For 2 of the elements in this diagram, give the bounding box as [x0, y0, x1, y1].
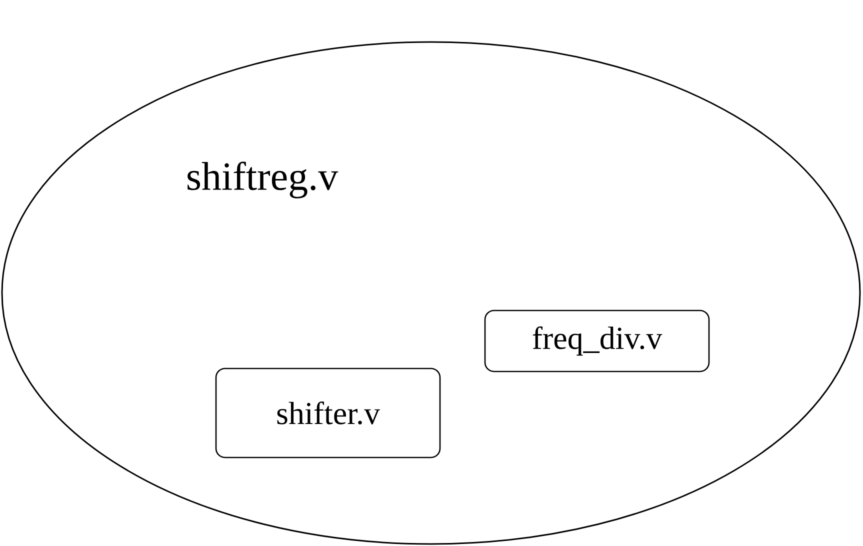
file-box: shifter.v [215, 368, 441, 458]
file-box: freq_div.v [484, 310, 710, 372]
